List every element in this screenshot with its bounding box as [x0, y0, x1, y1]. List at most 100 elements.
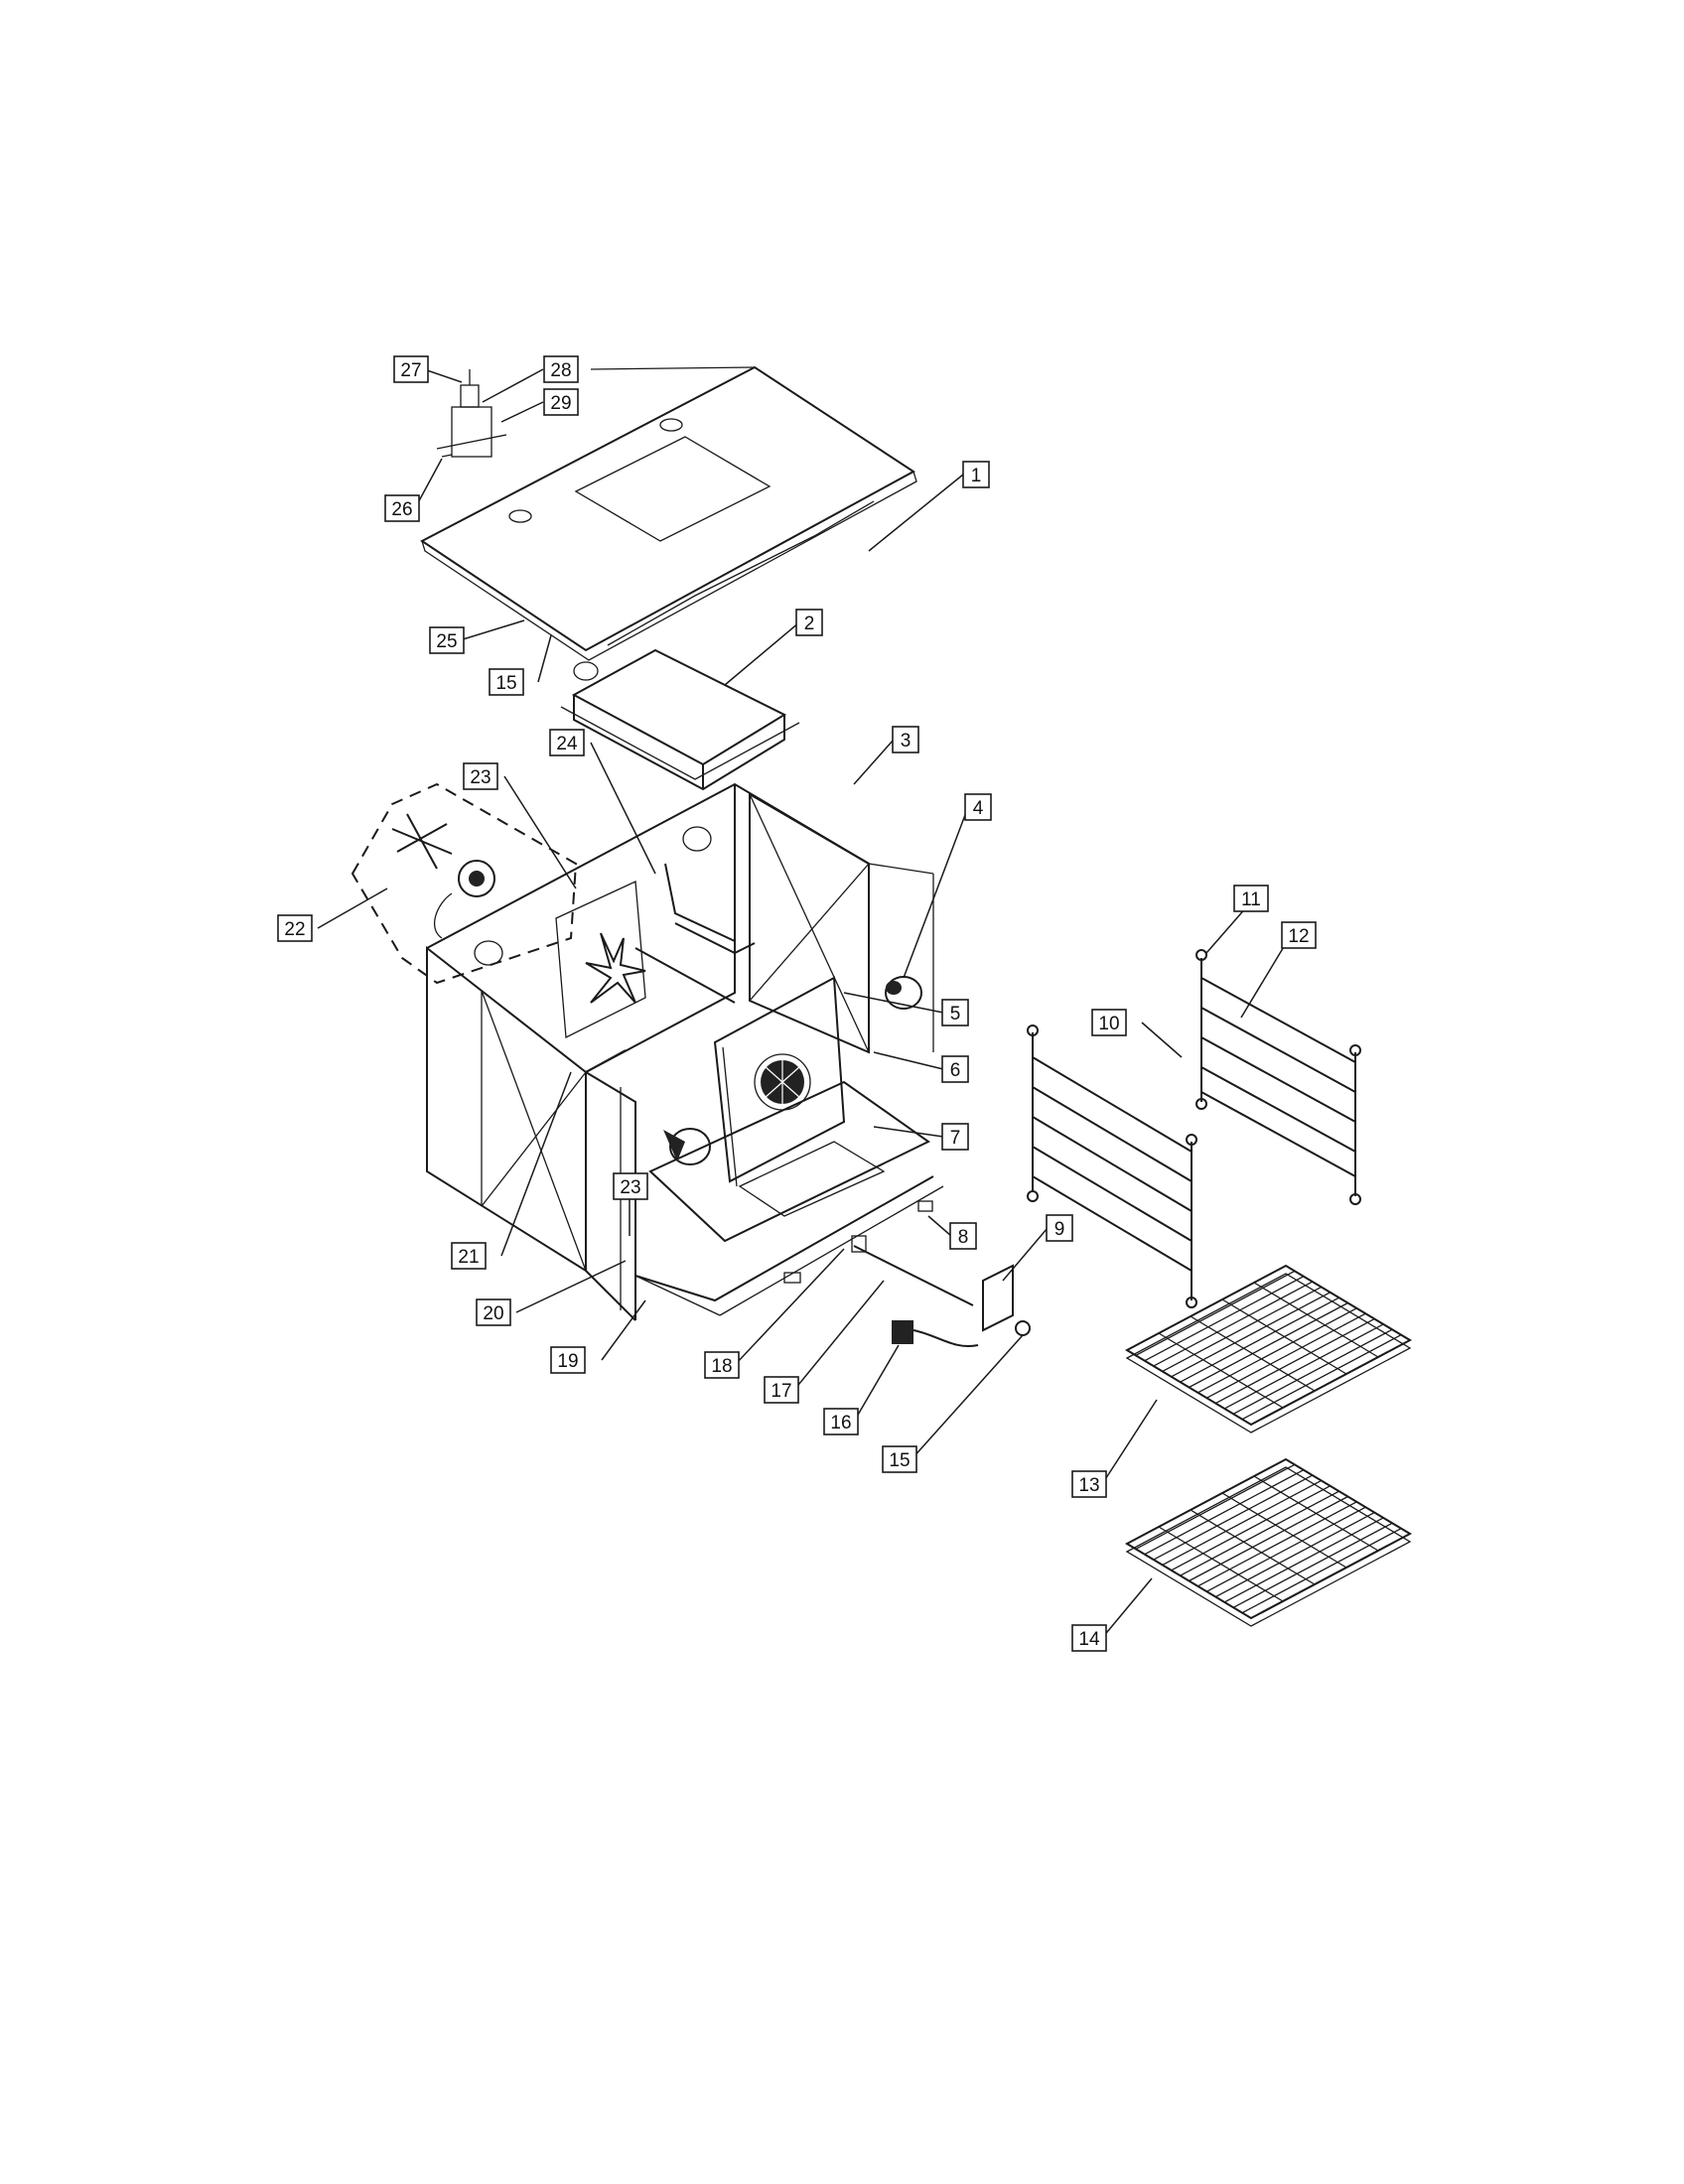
callout-25: 25 [429, 626, 465, 654]
callout-3: 3 [892, 726, 919, 753]
callout-number: 5 [950, 1004, 961, 1024]
callout-number: 14 [1078, 1629, 1100, 1650]
callout-box [1071, 1470, 1107, 1498]
callout-1: 1 [962, 461, 990, 488]
callout-number: 7 [950, 1128, 961, 1149]
callout-23: 23 [463, 762, 498, 790]
bottom-hardware [783, 1200, 1031, 1347]
callout-22: 22 [277, 914, 313, 942]
callout-number: 10 [1098, 1014, 1119, 1034]
callout-number: 25 [436, 631, 457, 652]
callout-24: 24 [549, 729, 585, 756]
callout-box [613, 1172, 648, 1200]
callout-box [550, 1346, 586, 1374]
callout-14: 14 [1071, 1624, 1107, 1652]
callout-10: 10 [1091, 1009, 1127, 1036]
callout-17: 17 [764, 1376, 799, 1404]
callout-box [892, 726, 919, 753]
callout-box [964, 793, 992, 821]
callout-box [764, 1376, 799, 1404]
broil-element [634, 863, 756, 1004]
callout-2: 2 [795, 609, 823, 636]
callout-box [941, 999, 969, 1026]
rack-support-left [1027, 1024, 1197, 1308]
callout-23: 23 [613, 1172, 648, 1200]
callout-box [1046, 1214, 1073, 1242]
callout-number: 19 [557, 1351, 578, 1372]
callout-box [823, 1408, 859, 1435]
callout-box [429, 626, 465, 654]
callout-number: 3 [901, 731, 912, 751]
callout-number: 12 [1288, 926, 1309, 947]
top-panel [420, 365, 917, 661]
leader-lines [317, 368, 1292, 1639]
callout-9: 9 [1046, 1214, 1073, 1242]
callout-number: 17 [771, 1381, 791, 1402]
callout-29: 29 [543, 388, 579, 416]
callout-box [549, 729, 585, 756]
callout-20: 20 [476, 1298, 511, 1326]
callout-number: 11 [1241, 889, 1261, 910]
oven-rack-lower [1124, 1457, 1413, 1627]
callout-number: 29 [550, 393, 571, 414]
callout-number: 8 [958, 1227, 969, 1248]
callout-18: 18 [704, 1351, 740, 1379]
callout-number: 16 [830, 1413, 851, 1433]
convection-motor-assembly [351, 782, 578, 985]
fan-baffle [713, 976, 846, 1187]
bake-element-tray [648, 1080, 930, 1243]
callout-26: 26 [384, 494, 420, 522]
callout-number: 6 [950, 1060, 961, 1081]
callout-box [277, 914, 313, 942]
callout-number: 23 [620, 1177, 640, 1198]
callout-box [476, 1298, 511, 1326]
callout-number: 21 [458, 1247, 479, 1268]
callout-box [463, 762, 498, 790]
callout-box [543, 355, 579, 383]
callout-box [1233, 885, 1269, 912]
callout-box [1071, 1624, 1107, 1652]
valve-assembly [436, 369, 507, 458]
callout-16: 16 [823, 1408, 859, 1435]
callout-4: 4 [964, 793, 992, 821]
callout-box [384, 494, 420, 522]
callout-6: 6 [941, 1055, 969, 1083]
callout-number: 28 [550, 360, 571, 381]
callout-number: 4 [973, 798, 984, 819]
callout-box [949, 1222, 977, 1250]
callout-box [795, 609, 823, 636]
callout-13: 13 [1071, 1470, 1107, 1498]
callout-11: 11 [1233, 885, 1269, 912]
callout-28: 28 [543, 355, 579, 383]
callout-number: 15 [495, 673, 516, 694]
blower-housing [560, 648, 800, 791]
callout-number: 18 [711, 1356, 732, 1377]
callout-number: 23 [470, 767, 491, 788]
callout-box [962, 461, 990, 488]
callout-number: 22 [284, 919, 305, 940]
callout-number: 13 [1078, 1475, 1099, 1496]
callout-box [1281, 921, 1317, 949]
callout-box [451, 1242, 487, 1270]
callout-5: 5 [941, 999, 969, 1026]
callout-number: 1 [971, 466, 982, 486]
callout-number: 20 [483, 1303, 503, 1324]
callout-19: 19 [550, 1346, 586, 1374]
callout-box [941, 1055, 969, 1083]
callout-box [941, 1123, 969, 1151]
oven-cavity [426, 782, 944, 1321]
callout-number: 2 [804, 614, 815, 634]
callout-box [489, 668, 524, 696]
callout-21: 21 [451, 1242, 487, 1270]
callout-number: 26 [391, 499, 412, 520]
callout-27: 27 [393, 355, 429, 383]
callout-box [882, 1445, 917, 1473]
callout-12: 12 [1281, 921, 1317, 949]
callout-box [1091, 1009, 1127, 1036]
oven-rack-upper [1124, 1264, 1413, 1433]
callout-number: 24 [556, 734, 578, 754]
callout-15: 15 [882, 1445, 917, 1473]
callout-box [704, 1351, 740, 1379]
